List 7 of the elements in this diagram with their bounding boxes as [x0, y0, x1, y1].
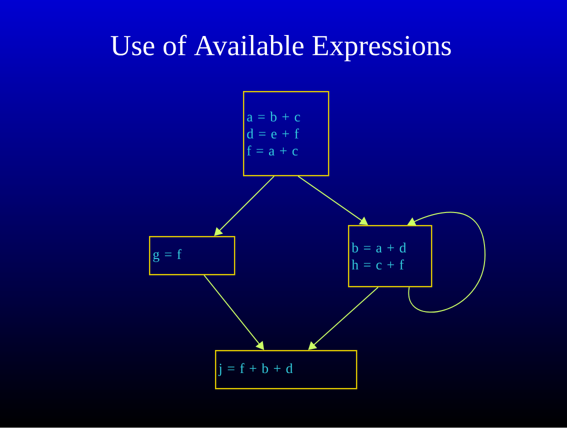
code-box: j = f + b + d	[215, 350, 358, 390]
code-box: a = b + c d = e + f f = a + c	[243, 91, 330, 176]
code-box: b = a + d h = c + f	[348, 225, 432, 288]
code-box: g = f	[149, 236, 236, 276]
arrow	[308, 286, 379, 350]
arrow	[214, 176, 275, 236]
title: Use of Available Expressions	[110, 34, 451, 62]
